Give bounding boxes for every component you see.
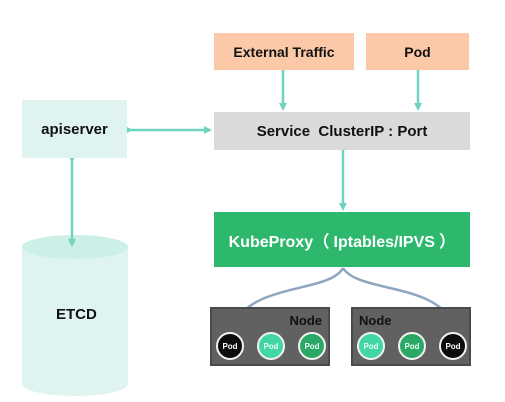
pod-source-box: Pod — [366, 33, 469, 70]
pod-label: Pod — [263, 341, 279, 351]
kubeproxy-label: KubeProxy（ Iptables/IPVS ） — [228, 233, 456, 251]
pod-label: Pod — [304, 341, 320, 351]
service-label: Service ClusterIP : Port — [256, 122, 428, 140]
service-box: Service ClusterIP : Port — [214, 112, 470, 150]
pod-label: Pod — [404, 341, 420, 351]
node-title: Node — [359, 313, 392, 328]
external-traffic-label: External Traffic — [233, 43, 335, 60]
etcd-cylinder — [22, 235, 128, 396]
node-right: Node Pod Pod Pod — [351, 307, 471, 366]
node-left: Node Pod Pod Pod — [210, 307, 330, 366]
kubeproxy-box: KubeProxy（ Iptables/IPVS ） — [214, 212, 470, 267]
node-title: Node — [289, 313, 323, 328]
pod-circle: Pod — [257, 332, 285, 360]
pod-circle: Pod — [298, 332, 326, 360]
pod-label: Pod — [445, 341, 461, 351]
pod-circle: Pod — [216, 332, 244, 360]
apiserver-label: apiserver — [41, 120, 108, 138]
pod-circle: Pod — [439, 332, 467, 360]
pod-circle: Pod — [398, 332, 426, 360]
pod-source-label: Pod — [404, 43, 431, 60]
etcd-label: ETCD — [56, 306, 97, 323]
external-traffic-box: External Traffic — [214, 33, 354, 70]
pod-label: Pod — [222, 341, 238, 351]
pod-circle: Pod — [357, 332, 385, 360]
pod-label: Pod — [363, 341, 379, 351]
apiserver-box: apiserver — [22, 100, 127, 158]
